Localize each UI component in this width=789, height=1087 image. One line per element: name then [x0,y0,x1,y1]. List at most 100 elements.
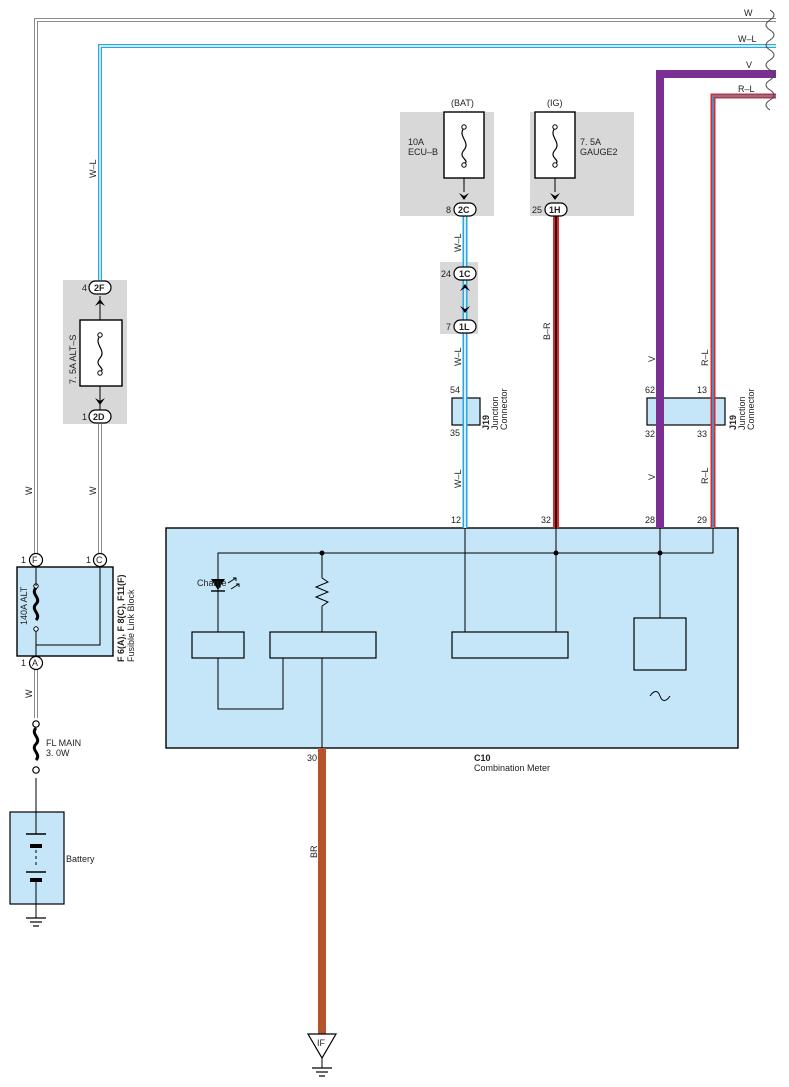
alt-s-fuse-end-bottom [97,370,103,376]
wire-break-marks [765,9,775,111]
label-wire-rl-top: R–L [738,84,755,94]
alt-140a-end-bottom [33,626,39,632]
label-code-2f: 2F [94,283,105,293]
connector-f-icon [28,552,44,568]
label-pin-2d: 1 [82,412,87,422]
label-wire-v-top: V [746,60,752,70]
label-wire-v-upper: V [647,356,657,362]
charge-led-icon [211,577,240,592]
label-wire-wl-1l: W–L [453,347,463,366]
label-pin-1h: 25 [532,205,542,215]
label-code-1c: 1C [459,269,471,279]
alt-s-fuse-element [97,335,103,373]
label-wire-rl-upper: R–L [700,349,710,366]
label-pin-a: 1 [21,658,26,668]
ecu-b-arrow-icon [459,193,469,200]
label-pin-1c: 24 [441,269,451,279]
label-meter-pin-30: 30 [307,753,317,763]
label-junction-right-pin-32: 32 [645,429,655,439]
wire-wl-top-core [99,45,776,280]
gauge2-arrow-icon [550,193,560,200]
label-code-f: F [32,555,38,565]
meter-ic-block [269,631,377,659]
label-pin-1l: 7 [446,322,451,332]
label-alt-s: 7. 5A ALT–S [68,335,78,384]
label-junction-right-pin-33: 33 [697,429,707,439]
label-wire-alt-feed: W–L [88,159,98,178]
battery-icon [26,812,46,904]
fusible-link-internal-wires [35,566,101,656]
junction-dots [319,550,663,556]
ecu-b-fuse-icon [443,111,485,179]
label-ecu-b-name: ECU–B [408,147,438,157]
alt-s-arrow-down-icon [95,398,105,405]
label-junction-left-line1: Junction [490,396,500,430]
label-alt-140a: 140A ALT [19,586,29,625]
connector-1c-icon [453,266,477,291]
label-code-a: A [32,658,38,668]
battery-ground-icon [26,917,46,927]
ground-if-icon [306,1033,338,1077]
label-ecu-b-rating: 10A [408,137,424,147]
alt-s-fuse-icon [79,319,123,387]
label-junction-right-line1: Junction [737,396,747,430]
label-fusible-name: Fusible Link Block [126,589,136,662]
connector-2c-icon [453,202,477,217]
label-wire-wl-35: W–L [453,469,463,488]
wire-rl-top [710,93,776,528]
gauge2-fuse-element [552,127,558,165]
label-meter-pin-29: 29 [697,515,707,525]
label-meter-code: C10 [474,753,491,763]
fl-main-end-top [32,720,40,728]
meter-right-block [633,617,687,671]
label-bat: (BAT) [451,98,474,108]
label-junction-left-pin-top: 54 [450,385,460,395]
alt-s-arrow-up-icon [95,299,105,306]
label-wire-wl-top: W–L [738,34,757,44]
connector-a-icon [28,655,44,671]
label-wire-left-w2: W [88,486,98,495]
wire-w-top [34,18,776,553]
fusible-link-block-box [16,566,114,657]
label-junction-right-line2: Connector [746,388,756,430]
connector-2d-icon [88,409,112,424]
alt-140a-link-icon [32,586,40,622]
label-junction-left-line2: Connector [499,388,509,430]
fl-main-link-icon [32,726,40,762]
label-fl-main-rating: 3. 0W [46,748,70,758]
label-wire-w-top: W [744,8,753,18]
label-wire-v-lower: V [647,474,657,480]
label-gauge2-rating: 7. 5A [580,137,601,147]
wire-w-top-core [35,19,776,553]
label-junction-right-code: J19 [728,415,738,430]
connector-1h-icon [544,202,568,217]
meter-internal-circuit [217,528,714,748]
label-meter-name: Combination Meter [474,763,550,773]
label-code-c: C [96,555,103,565]
meter-gauge-block [451,631,569,659]
label-charge: Charge [197,578,227,588]
ecu-b-fuse-end-bottom [461,162,467,168]
connector-1l-icon [453,306,477,334]
label-battery: Battery [66,854,95,864]
label-code-2c: 2C [458,205,470,215]
label-fusible-codes: F 6(A), F 8(C), F11(F) [116,574,126,662]
label-pin-f: 1 [21,555,26,565]
ecu-b-fuse-end-top [461,124,467,130]
gauge2-fuse-end-bottom [552,162,558,168]
label-wire-rl-lower: R–L [700,467,710,484]
battery-box [9,811,65,905]
wire-rl-top-core [712,95,776,528]
label-ig: (IG) [547,98,563,108]
label-meter-pin-12: 12 [451,515,461,525]
label-pin-c: 1 [86,555,91,565]
fl-main-end-bottom [32,766,40,774]
label-gauge2-name: GAUGE2 [580,147,618,157]
label-meter-pin-28: 28 [645,515,655,525]
label-junction-right-pin-13: 13 [697,385,707,395]
gauge2-fuse-icon [534,111,576,179]
label-junction-left-code: J19 [481,415,491,430]
ecu-b-fuse-element [461,127,467,165]
label-wire-after-a: W [24,689,34,698]
